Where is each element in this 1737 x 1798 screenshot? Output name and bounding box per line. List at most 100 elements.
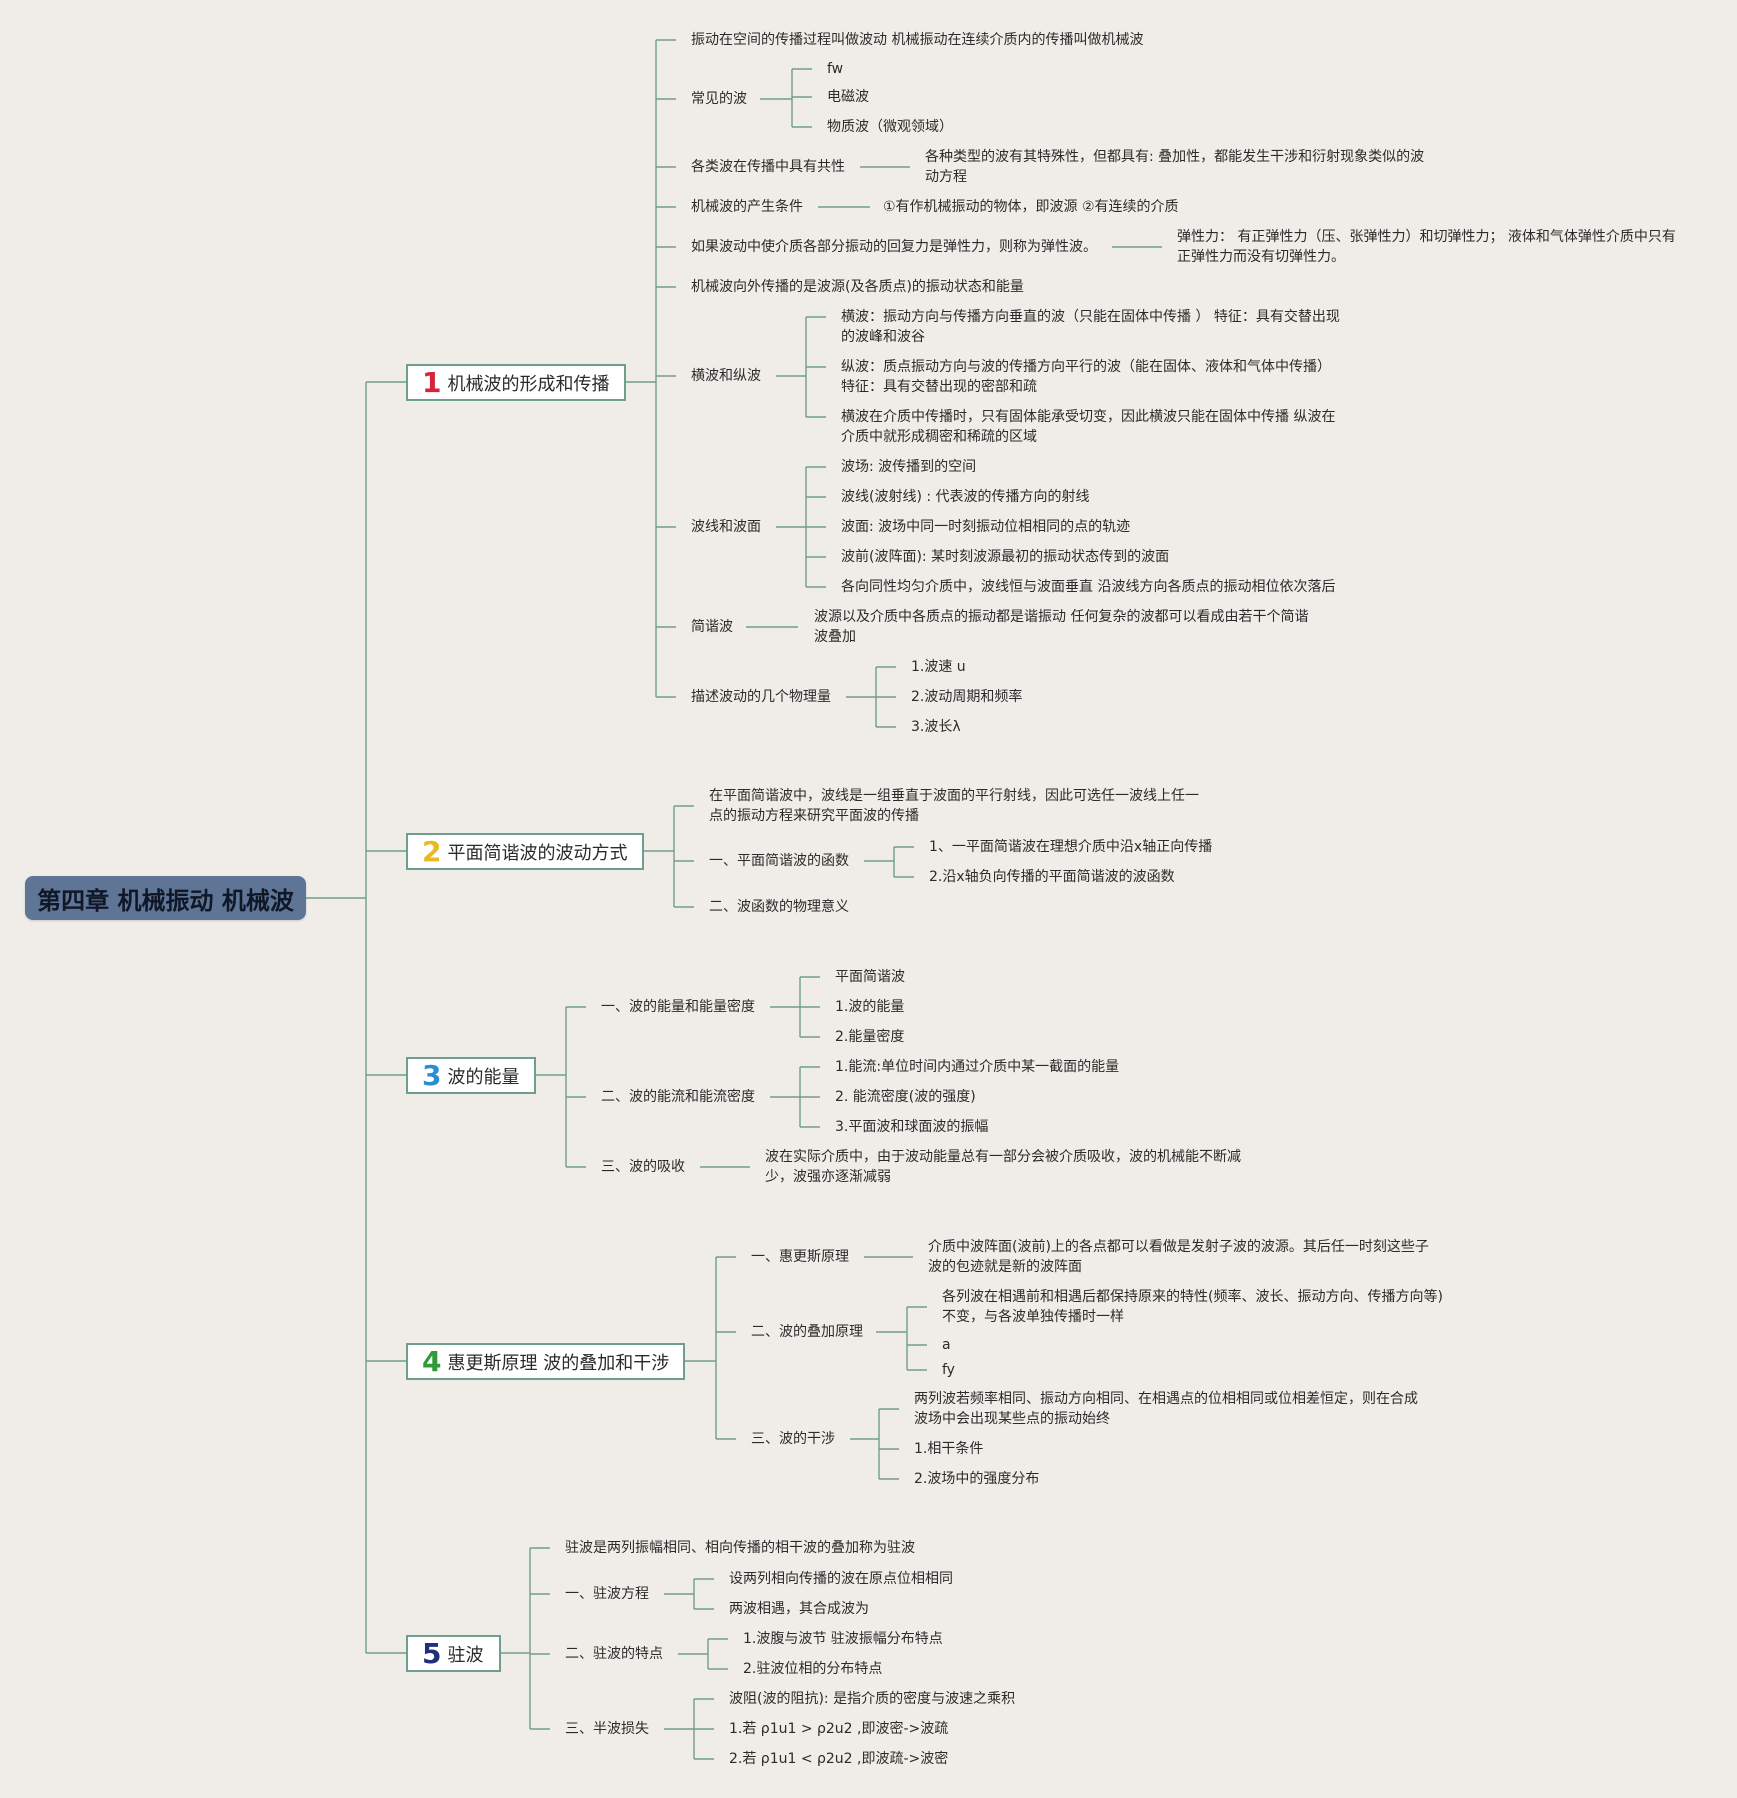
section-5[interactable]: 5 驻波 [406, 1635, 501, 1672]
leaf-node[interactable]: 平面简谐波 [835, 969, 905, 985]
leaf-node[interactable]: 介质中波阵面(波前)上的各点都可以看做是发射子波的波源。其后任一时刻这些子波的包… [928, 1239, 1429, 1275]
topic-node[interactable]: 一、平面简谐波的函数 [709, 853, 849, 869]
leaf-node[interactable]: 3.平面波和球面波的振幅 [835, 1119, 989, 1135]
connector [678, 1638, 728, 1670]
leaf-node[interactable]: 各列波在相遇前和相遇后都保持原来的特性(频率、波长、振动方向、传播方向等)不变，… [942, 1289, 1443, 1325]
connector [876, 1306, 927, 1371]
leaf-node[interactable]: fw [827, 61, 844, 77]
connector [664, 1698, 714, 1760]
section-4[interactable]: 4 惠更斯原理 波的叠加和干涉 [406, 1343, 685, 1380]
topic-node[interactable]: 波线和波面 [691, 519, 761, 535]
leaf-node[interactable]: 弹性力： 有正弹性力（压、张弹性力）和切弹性力； 液体和气体弹性介质中只有正弹性… [1177, 229, 1676, 265]
leaf-node[interactable]: 设两列相向传播的波在原点位相相同 [729, 1571, 953, 1587]
leaf-node[interactable]: 2.能量密度 [835, 1029, 905, 1045]
topic-node[interactable]: 二、波的能流和能流密度 [601, 1089, 755, 1105]
topic-node[interactable]: 横波和纵波 [691, 368, 761, 384]
connector [770, 1066, 820, 1128]
leaf-node[interactable]: 1.波速 u [911, 659, 966, 675]
connector [770, 976, 820, 1038]
section-title: 机械波的形成和传播 [447, 373, 610, 395]
topic-node[interactable]: 三、波的吸收 [601, 1159, 685, 1175]
leaf-node[interactable]: 波前(波阵面): 某时刻波源最初的振动状态传到的波面 [841, 549, 1170, 565]
topic-node[interactable]: 一、惠更斯原理 [751, 1249, 849, 1265]
connector [846, 666, 896, 728]
section-number: 1 [422, 366, 442, 399]
topic-node[interactable]: 二、驻波的特点 [565, 1646, 663, 1662]
section-number: 2 [422, 835, 442, 868]
leaf-node[interactable]: 1.波腹与波节 驻波振幅分布特点 [743, 1631, 943, 1647]
leaf-node[interactable]: 2.若 ρ1u1 < ρ2u2 ,即波疏->波密 [729, 1751, 949, 1767]
leaf-node[interactable]: 波在实际介质中，由于波动能量总有一部分会被介质吸收，波的机械能不断减少，波强亦逐… [765, 1149, 1241, 1185]
leaf-node[interactable]: 波阻(波的阻抗): 是指介质的密度与波速之乘积 [729, 1691, 1016, 1707]
connector [760, 68, 812, 128]
connector [536, 1006, 586, 1168]
section-3[interactable]: 3 波的能量 [406, 1057, 536, 1094]
leaf-node[interactable]: 1.能流:单位时间内通过介质中某一截面的能量 [835, 1059, 1120, 1075]
topic-node[interactable]: 三、半波损失 [565, 1721, 649, 1737]
connector [626, 39, 676, 698]
topic-node[interactable]: 各类波在传播中具有共性 [691, 159, 845, 175]
leaf-node[interactable]: 2.波场中的强度分布 [914, 1471, 1040, 1487]
topic-node[interactable]: 一、波的能量和能量密度 [601, 999, 755, 1015]
leaf-node[interactable]: 两波相遇，其合成波为 [729, 1601, 869, 1617]
topic-node[interactable]: 如果波动中使介质各部分振动的回复力是弹性力，则称为弹性波。 [691, 239, 1097, 255]
connector [850, 1408, 899, 1480]
leaf-node[interactable]: 电磁波 [827, 89, 869, 105]
leaf-node[interactable]: fy [942, 1362, 955, 1378]
connector [664, 1578, 714, 1610]
connector [306, 381, 406, 1654]
leaf-node[interactable]: 3.波长λ [911, 719, 961, 735]
section-2[interactable]: 2 平面简谐波的波动方式 [406, 833, 644, 870]
topic-node[interactable]: 振动在空间的传播过程叫做波动 机械振动在连续介质内的传播叫做机械波 [691, 32, 1144, 48]
leaf-node[interactable]: 2. 能流密度(波的强度) [835, 1089, 976, 1105]
section-title: 平面简谐波的波动方式 [447, 842, 628, 864]
section-title: 惠更斯原理 波的叠加和干涉 [447, 1352, 670, 1374]
section-title: 驻波 [447, 1644, 484, 1666]
leaf-node[interactable]: 1.若 ρ1u1 > ρ2u2 ,即波密->波疏 [729, 1721, 949, 1737]
leaf-node[interactable]: 波源以及介质中各质点的振动都是谐振动 任何复杂的波都可以看成由若干个简谐波叠加 [814, 609, 1309, 645]
leaf-node[interactable]: 波线(波射线) : 代表波的传播方向的射线 [841, 489, 1090, 505]
connector [776, 316, 826, 418]
topic-node[interactable]: 二、波函数的物理意义 [709, 899, 849, 915]
topic-node[interactable]: 在平面简谐波中，波线是一组垂直于波面的平行射线，因此可选任一波线上任一点的振动方… [709, 788, 1199, 824]
leaf-node[interactable]: a [942, 1337, 951, 1353]
leaf-node[interactable]: 波面: 波场中同一时刻振动位相相同的点的轨迹 [841, 519, 1131, 535]
section-title: 波的能量 [447, 1066, 520, 1088]
leaf-node[interactable]: ①有作机械振动的物体，即波源 ②有连续的介质 [883, 199, 1179, 215]
leaf-node[interactable]: 物质波（微观领域） [827, 119, 953, 135]
connector [644, 805, 694, 908]
topic-node[interactable]: 简谐波 [691, 619, 733, 635]
section-1[interactable]: 1 机械波的形成和传播 [406, 364, 626, 401]
section-number: 4 [422, 1345, 442, 1378]
root-node[interactable]: 第四章 机械振动 机械波 [25, 876, 306, 920]
leaf-node[interactable]: 1.相干条件 [914, 1441, 984, 1457]
connector [864, 846, 914, 878]
leaf-node[interactable]: 横波在介质中传播时，只有固体能承受切变，因此横波只能在固体中传播 纵波在介质中就… [841, 409, 1336, 445]
leaf-node[interactable]: 2.沿x轴负向传播的平面简谐波的波函数 [929, 869, 1175, 885]
leaf-node[interactable]: 两列波若频率相同、振动方向相同、在相遇点的位相相同或位相差恒定，则在合成波场中会… [914, 1391, 1418, 1427]
topic-node[interactable]: 常见的波 [691, 91, 747, 107]
connector [685, 1256, 736, 1440]
leaf-node[interactable]: 波场: 波传播到的空间 [841, 459, 977, 475]
leaf-node[interactable]: 纵波：质点振动方向与波的传播方向平行的波（能在固体、液体和气体中传播） 特征：具… [841, 359, 1331, 395]
topic-node[interactable]: 二、波的叠加原理 [751, 1324, 863, 1340]
topic-node[interactable]: 一、驻波方程 [565, 1586, 649, 1602]
leaf-node[interactable]: 各种类型的波有其特殊性，但都具有: 叠加性，都能发生干涉和衍射现象类似的波动方程 [925, 149, 1425, 185]
topic-node[interactable]: 驻波是两列振幅相同、相向传播的相干波的叠加称为驻波 [565, 1540, 915, 1556]
leaf-node[interactable]: 1、一平面简谐波在理想介质中沿x轴正向传播 [929, 839, 1213, 855]
topic-node[interactable]: 机械波向外传播的是波源(及各质点)的振动状态和能量 [691, 279, 1024, 295]
topic-node[interactable]: 三、波的干涉 [751, 1431, 835, 1447]
leaf-node[interactable]: 2.驻波位相的分布特点 [743, 1661, 883, 1677]
leaf-node[interactable]: 横波：振动方向与传播方向垂直的波（只能在固体中传播 ） 特征：具有交替出现的波峰… [841, 309, 1340, 345]
leaf-node[interactable]: 1.波的能量 [835, 999, 905, 1015]
leaf-node[interactable]: 各向同性均匀介质中，波线恒与波面垂直 沿波线方向各质点的振动相位依次落后 [841, 579, 1336, 595]
leaf-node[interactable]: 2.波动周期和频率 [911, 689, 1023, 705]
connector [776, 466, 826, 588]
connector [501, 1547, 550, 1730]
topic-node[interactable]: 描述波动的几个物理量 [691, 689, 831, 705]
topic-node[interactable]: 机械波的产生条件 [691, 199, 803, 215]
section-number: 5 [422, 1637, 442, 1670]
section-number: 3 [422, 1059, 442, 1092]
